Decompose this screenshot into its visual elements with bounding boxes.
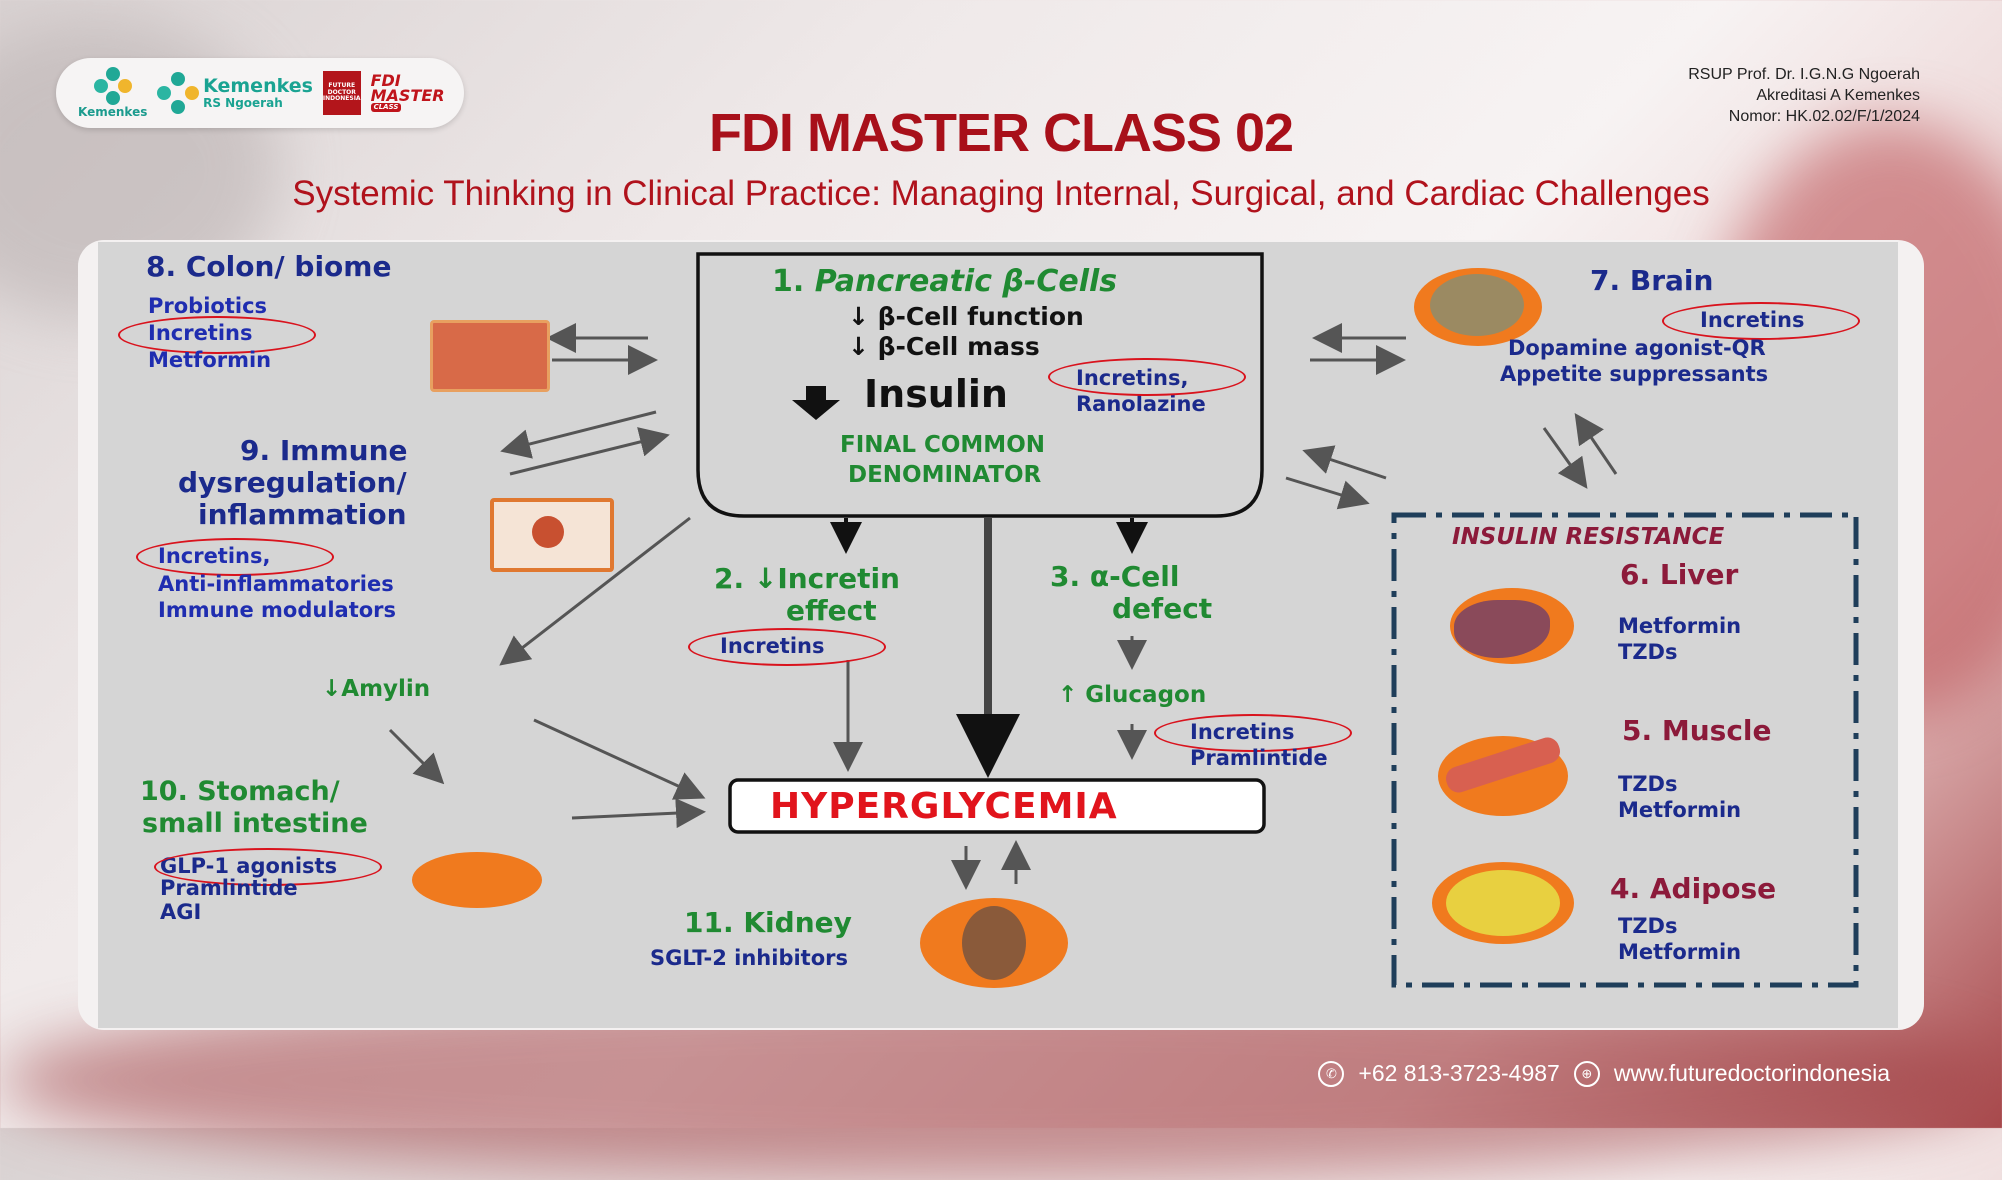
stomach-title: small intestine [142, 808, 368, 839]
footer-contact: ✆ +62 813-3723-4987 ⊕ www.futuredoctorin… [1318, 1060, 1890, 1087]
alpha-cell-drug: Pramlintide [1190, 746, 1328, 770]
arrow-ir-brain [1574, 413, 1618, 475]
accreditation-block: RSUP Prof. Dr. I.G.N.G Ngoerah Akreditas… [1688, 64, 1920, 127]
pancreas-drug: Ranolazine [1076, 392, 1206, 416]
highlight-oval [688, 628, 886, 666]
colon-title: 8. Colon/ biome [146, 250, 392, 283]
highlight-oval [1154, 714, 1352, 752]
page-subtitle: Systemic Thinking in Clinical Practice: … [292, 174, 1710, 213]
diagram-arrows [388, 252, 1859, 988]
muscle-drug: Metformin [1618, 798, 1742, 822]
pancreas-title: 1. Pancreatic β-Cells [772, 264, 1117, 299]
brain-inner-icon [1430, 274, 1524, 336]
stomach-drug: AGI [160, 900, 202, 924]
immune-cell-nucleus-icon [532, 516, 564, 548]
fdi-box-logo: FUTURE DOCTOR INDONESIA [322, 71, 361, 115]
fdi-master-text: FDI MASTER [370, 71, 445, 105]
glucagon-label: ↑ Glucagon [1058, 682, 1207, 708]
alpha-cell-title: defect [1112, 592, 1213, 625]
whatsapp-icon: ✆ [1318, 1060, 1345, 1087]
rs-name: RS Ngoerah [203, 95, 283, 110]
pancreas-title-text: Pancreatic β-Cells [814, 264, 1118, 299]
adipose-drug: Metformin [1618, 940, 1742, 964]
highlight-oval [118, 316, 316, 354]
diagram-panel [98, 242, 1898, 1028]
liver-inner-icon [1454, 600, 1550, 658]
insulin-resistance-box [1391, 512, 1859, 988]
insulin-down-arrow-icon [792, 386, 840, 420]
liver-drug: Metformin [1618, 614, 1742, 638]
brain-drug: Dopamine agonist-QR [1508, 336, 1766, 360]
footer-website[interactable]: www.futuredoctorindonesia [1613, 1060, 1890, 1086]
immune-title: dysregulation/ [178, 466, 407, 499]
immune-title: inflammation [198, 498, 407, 531]
insulin-resistance-title: INSULIN RESISTANCE [1452, 524, 1725, 550]
highlight-oval [154, 848, 382, 886]
adipose-inner-icon [1446, 870, 1560, 936]
colon-drug: Metformin [148, 348, 272, 372]
kidney-inner-icon [962, 906, 1026, 980]
accreditation-line: Akreditasi A Kemenkes [1756, 87, 1920, 104]
adipose-drug: TZDs [1618, 914, 1678, 938]
incretin-effect-title: 2. ↓Incretin [714, 562, 900, 595]
arrow-stomach-hyper [571, 798, 706, 829]
kemenkes-name: Kemenkes [203, 74, 313, 97]
logo-bar: Kemenkes Kemenkes RS Ngoerah FUTURE DOCT… [56, 58, 464, 128]
rs-ngoerah-logo: Kemenkes RS Ngoerah [203, 74, 313, 110]
final-common-label: FINAL COMMON [840, 432, 1045, 458]
liver-title: 6. Liver [1620, 558, 1739, 591]
alpha-cell-title: 3. α-Cell [1050, 560, 1180, 593]
page-title: FDI MASTER CLASS 02 [708, 103, 1294, 163]
highlight-oval [136, 538, 334, 576]
muscle-drug: TZDs [1618, 772, 1678, 796]
kidney-title: 11. Kidney [684, 906, 852, 939]
arrow-brain-ir [1542, 427, 1588, 489]
kemenkes-small-label: Kemenkes [78, 105, 148, 119]
pancreas-line: ↓ β-Cell mass [848, 332, 1040, 361]
stomach-drug: Pramlintide [160, 876, 298, 900]
highlight-oval [1662, 302, 1860, 340]
muscle-title: 5. Muscle [1622, 714, 1772, 747]
fdi-class-text: CLASS [370, 103, 402, 112]
amylin-label: ↓Amylin [322, 676, 431, 702]
colon-icon [430, 320, 550, 392]
fdi-master-class-logo: FDI MASTER CLASS [370, 71, 464, 112]
arrow-pancreas-amylin [499, 516, 691, 666]
liver-drug: TZDs [1618, 640, 1678, 664]
pancreas-line: ↓ β-Cell function [848, 302, 1084, 331]
accreditation-line: RSUP Prof. Dr. I.G.N.G Ngoerah [1688, 66, 1920, 83]
colon-drug: Probiotics [148, 294, 268, 318]
immune-drug: Immune modulators [158, 598, 397, 622]
arrow-immune-in [500, 410, 657, 459]
rs-emblem-icon [157, 72, 200, 114]
globe-icon: ⊕ [1573, 1060, 1600, 1087]
brain-title: 7. Brain [1590, 264, 1714, 297]
insulin-label: Insulin [864, 372, 1008, 416]
kidney-drug: SGLT-2 inhibitors [650, 946, 848, 970]
brain-drug: Appetite suppressants [1500, 362, 1769, 386]
incretin-effect-title: effect [786, 594, 877, 627]
arrow-amylin-stomach [388, 728, 445, 785]
immune-title: 9. Immune [240, 434, 408, 467]
arrow-amylin-hyper [533, 718, 706, 800]
immune-drug: Anti-inflammatories [158, 572, 394, 596]
footer-phone[interactable]: +62 813-3723-4987 [1358, 1060, 1560, 1086]
hyperglycemia-label: HYPERGLYCEMIA [770, 786, 1118, 827]
highlight-oval [1048, 358, 1246, 396]
arrow-ir-out [1285, 476, 1370, 510]
hyperglycemia-box [728, 778, 1266, 834]
pancreas-box [696, 252, 1264, 518]
arrow-immune-out [509, 427, 670, 476]
accreditation-line: Nomor: HK.02.02/F/1/2024 [1728, 108, 1920, 125]
denominator-label: DENOMINATOR [848, 462, 1042, 488]
stomach-icon [412, 852, 542, 908]
adipose-title: 4. Adipose [1610, 872, 1777, 905]
kemenkes-emblem-icon [93, 67, 132, 105]
arrow-ir-in [1302, 445, 1387, 480]
stomach-title: 10. Stomach/ [140, 776, 340, 807]
kemenkes-logo: Kemenkes [78, 67, 147, 119]
pancreas-title-num: 1. [772, 264, 805, 299]
